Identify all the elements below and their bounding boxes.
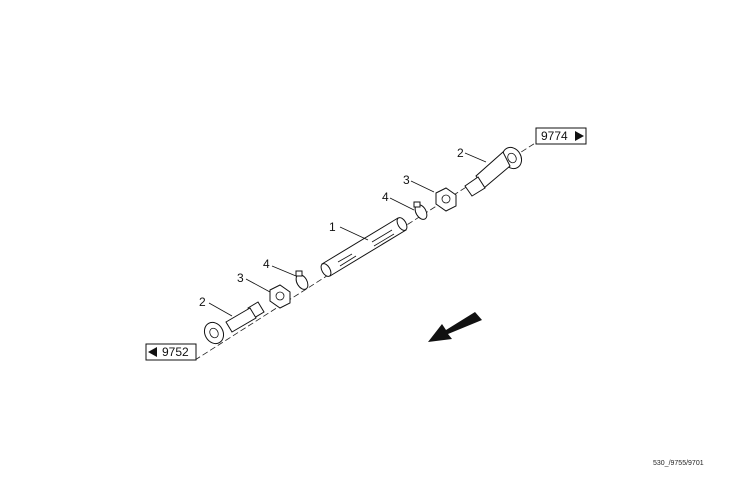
- hose: [320, 217, 408, 277]
- hose-braid-pattern: [337, 229, 395, 267]
- callout-4-top: 4: [382, 190, 389, 204]
- ref-box-9774[interactable]: 9774: [535, 127, 587, 145]
- clamp-bottom: [295, 270, 309, 290]
- callout-3-top: 3: [403, 173, 410, 187]
- callout-3-bottom: 3: [237, 271, 244, 285]
- clamp-top: [413, 201, 428, 220]
- fitting-bottom: [203, 301, 265, 345]
- ref-text-9774: 9774: [541, 129, 568, 143]
- nut-top: [435, 187, 457, 212]
- fitting-top: [464, 146, 523, 197]
- callout-2-bottom: 2: [199, 295, 206, 309]
- ref-box-9752[interactable]: 9752: [145, 343, 197, 361]
- assembly-axis: [194, 139, 541, 361]
- ref-text-9752: 9752: [162, 345, 189, 359]
- figure-code: 530_/9755/9701: [653, 460, 704, 467]
- leader-lines: [208, 152, 487, 317]
- arrow-right-icon: [575, 131, 584, 141]
- callout-2-top: 2: [457, 146, 464, 160]
- callout-4-bottom: 4: [263, 257, 270, 271]
- nut-bottom: [269, 284, 291, 309]
- direction-arrow-icon: [428, 312, 482, 342]
- arrow-left-icon: [148, 347, 157, 357]
- callout-1-hose: 1: [329, 220, 336, 234]
